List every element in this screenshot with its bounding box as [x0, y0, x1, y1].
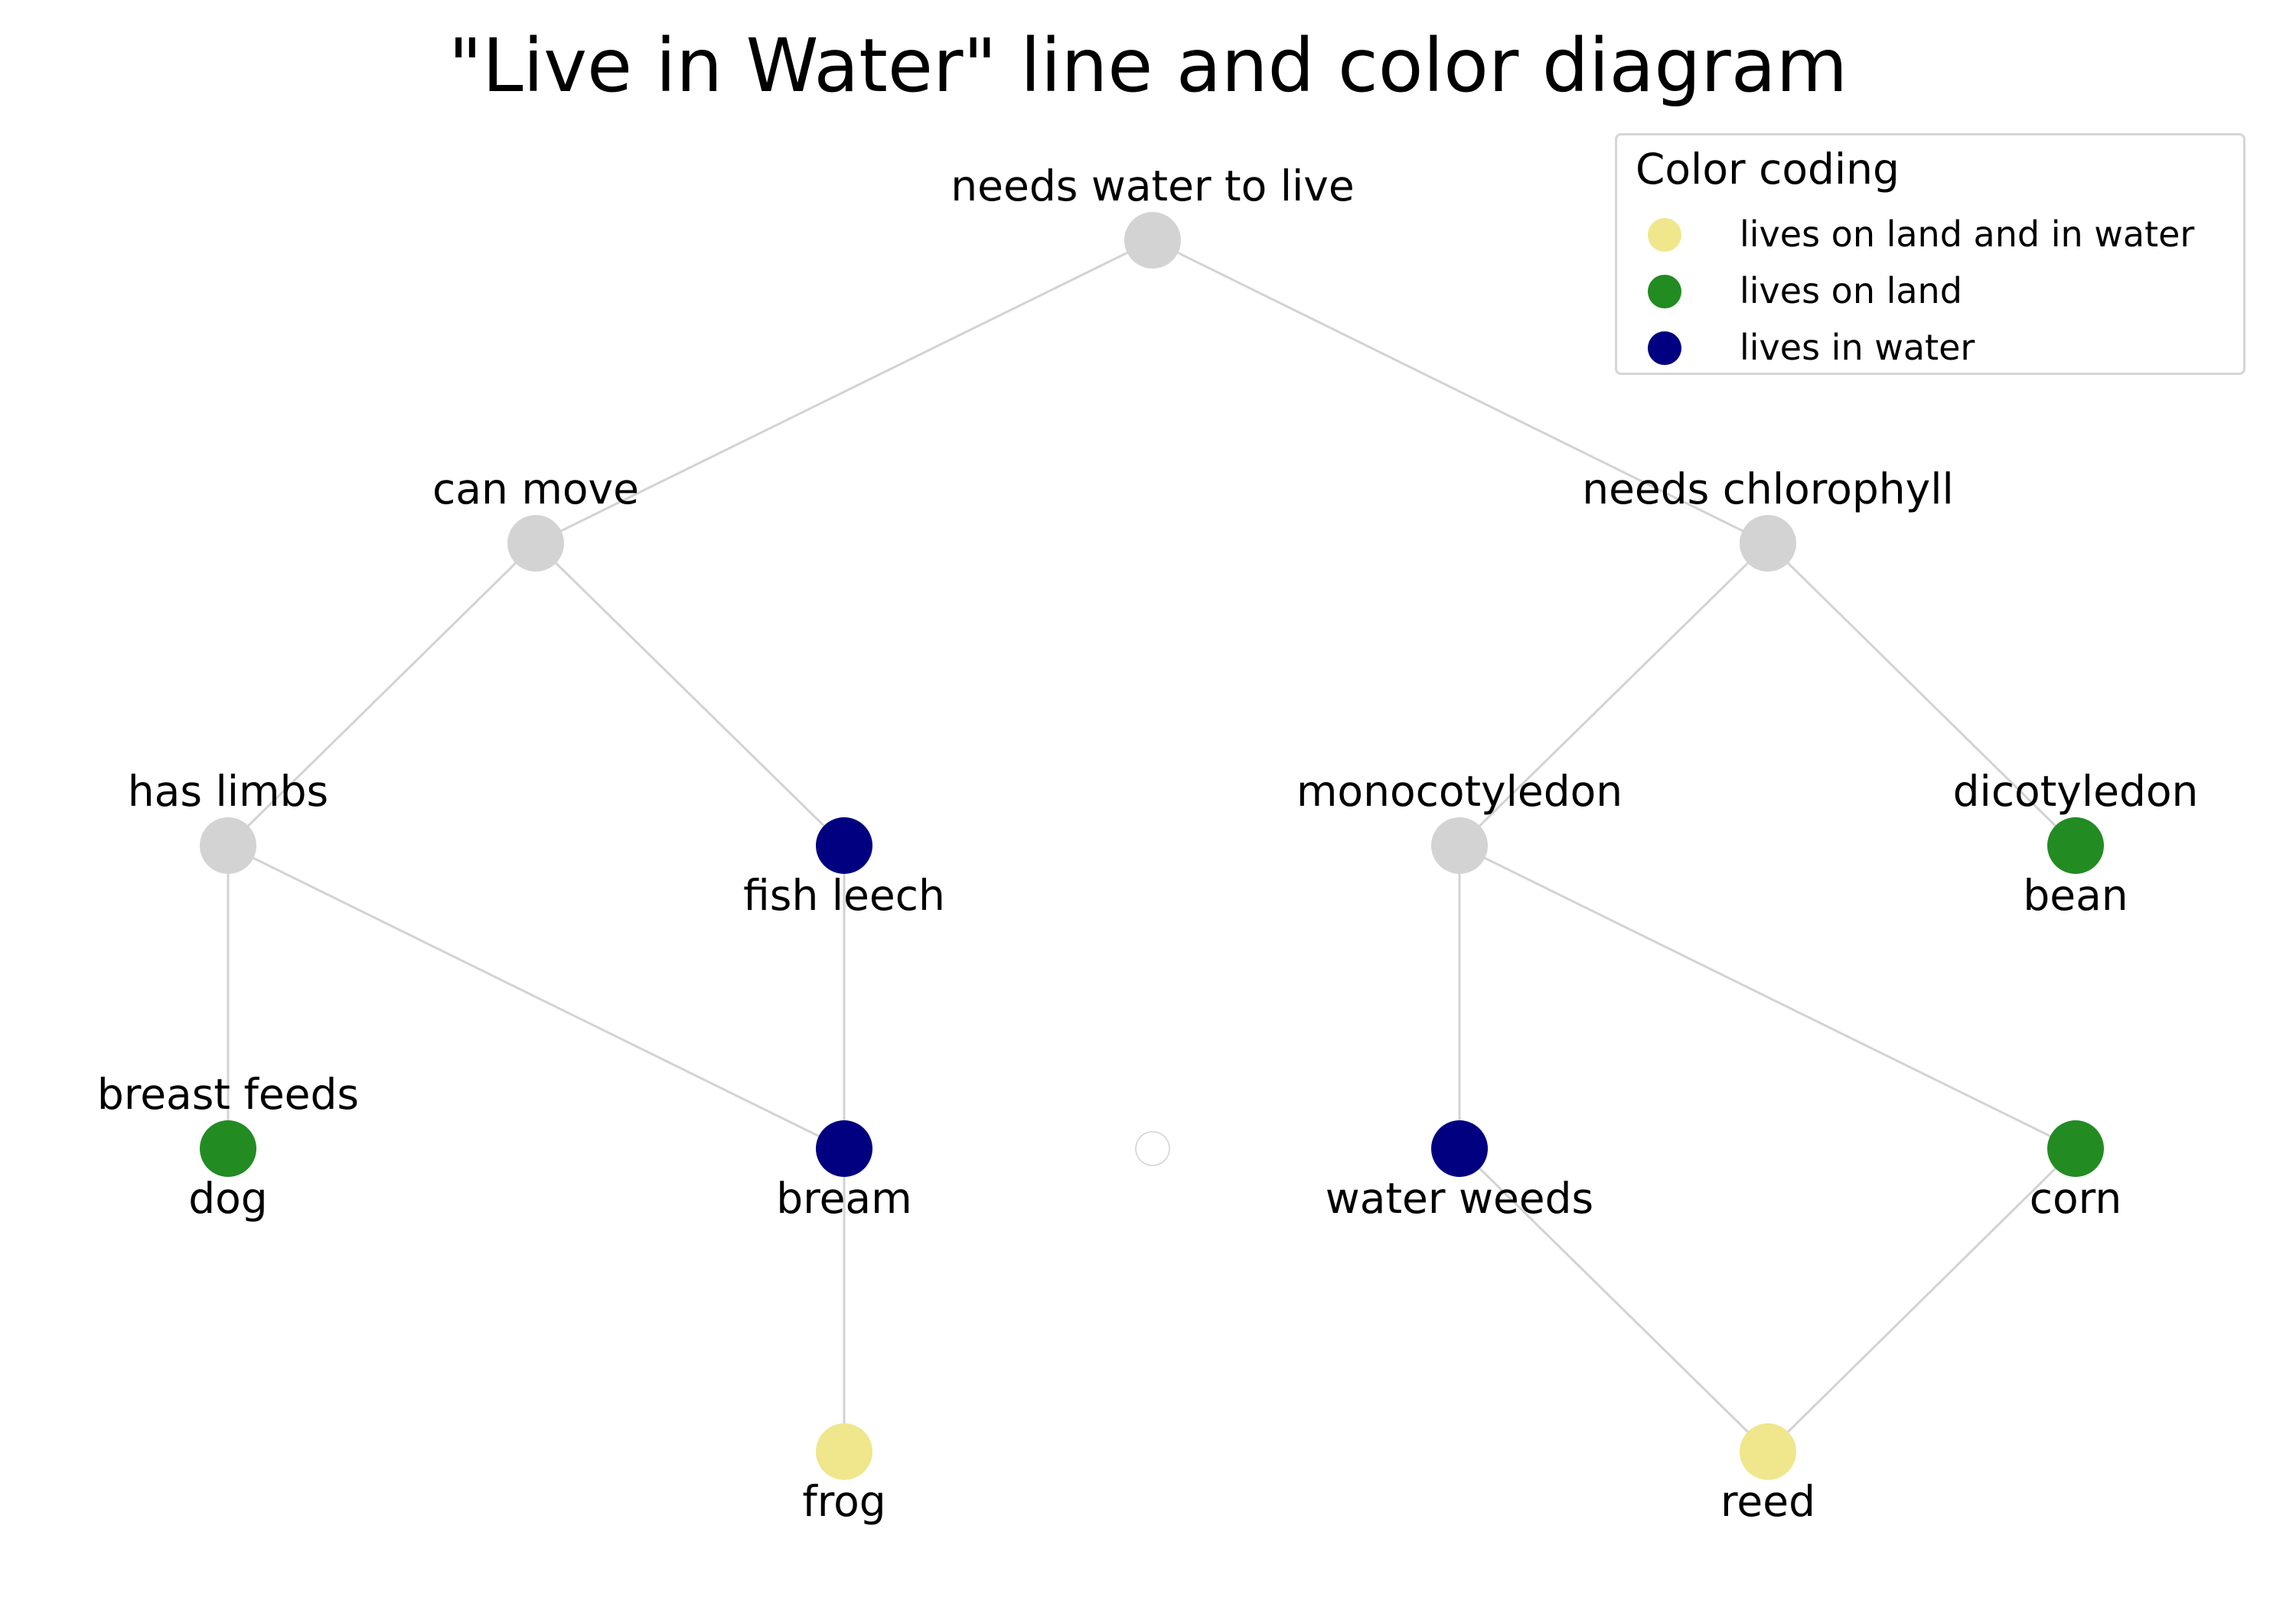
legend-item-land: lives on land	[1617, 269, 2245, 315]
edge-needs_chlorophyll-bean	[1766, 542, 2077, 847]
labels-layer: needs water to live can move needs chlorop…	[97, 161, 2198, 1526]
edge-needs_chlorophyll-monocotyledon	[1458, 542, 1769, 847]
node-label-below: corn	[2030, 1174, 2122, 1223]
edge-needs_water-needs_chlorophyll	[1152, 239, 1769, 545]
node-bean	[2047, 817, 2104, 874]
edge-can_move-has_limbs	[227, 542, 537, 847]
node-label-above: breast feeds	[97, 1070, 359, 1119]
node-water-weeds	[1431, 1120, 1488, 1177]
node-corn	[2047, 1120, 2104, 1177]
node-needs-chlorophyll	[1740, 515, 1796, 572]
node-label-below: bream	[776, 1174, 912, 1223]
legend-marker-land	[1648, 275, 1681, 308]
legend-item-water: lives in water	[1617, 325, 2245, 371]
node-label-above: has limbs	[128, 767, 328, 816]
legend-marker-water	[1648, 331, 1681, 365]
node-fish-leech	[816, 817, 872, 874]
legend: Color coding lives on land and in water …	[1615, 133, 2245, 375]
node-empty	[1135, 1131, 1170, 1166]
node-label-below: reed	[1720, 1477, 1815, 1526]
edges-layer	[227, 239, 2077, 1453]
node-needs-water	[1124, 212, 1181, 269]
node-label-above: monocotyledon	[1296, 767, 1623, 816]
node-monocotyledon	[1431, 817, 1488, 874]
node-bream	[816, 1120, 872, 1177]
legend-item-land-and-water: lives on land and in water	[1617, 212, 2245, 258]
node-reed	[1740, 1423, 1796, 1480]
legend-label: lives on land and in water	[1740, 214, 2195, 255]
node-label-above: dicotyledon	[1953, 767, 2199, 816]
node-label-below: fish leech	[743, 871, 945, 920]
edge-has_limbs-bream	[227, 844, 845, 1150]
node-dog	[200, 1120, 256, 1177]
node-label-below: dog	[188, 1174, 267, 1223]
node-label-below: water weeds	[1326, 1174, 1593, 1223]
node-label-below: bean	[2023, 871, 2128, 920]
diagram-title: "Live in Water" line and color diagram	[448, 23, 1848, 109]
node-has-limbs	[200, 817, 256, 874]
edge-can_move-fish_leech	[534, 542, 846, 847]
edge-water_weeds-reed	[1458, 1147, 1769, 1453]
node-label-above: needs water to live	[951, 161, 1354, 210]
legend-marker-land-and-water	[1648, 218, 1681, 252]
node-label-above: can move	[432, 464, 639, 513]
node-label-above: needs chlorophyll	[1582, 464, 1954, 513]
node-can-move	[507, 515, 564, 572]
legend-label: lives in water	[1740, 327, 1975, 368]
edge-monocotyledon-corn	[1459, 844, 2076, 1150]
nodes-layer	[200, 212, 2104, 1480]
node-label-below: frog	[802, 1477, 885, 1526]
edge-corn-reed	[1766, 1147, 2077, 1453]
edge-needs_water-can_move	[535, 239, 1153, 545]
legend-title: Color coding	[1636, 145, 1900, 194]
node-frog	[816, 1423, 872, 1480]
legend-label: lives on land	[1740, 270, 1962, 311]
